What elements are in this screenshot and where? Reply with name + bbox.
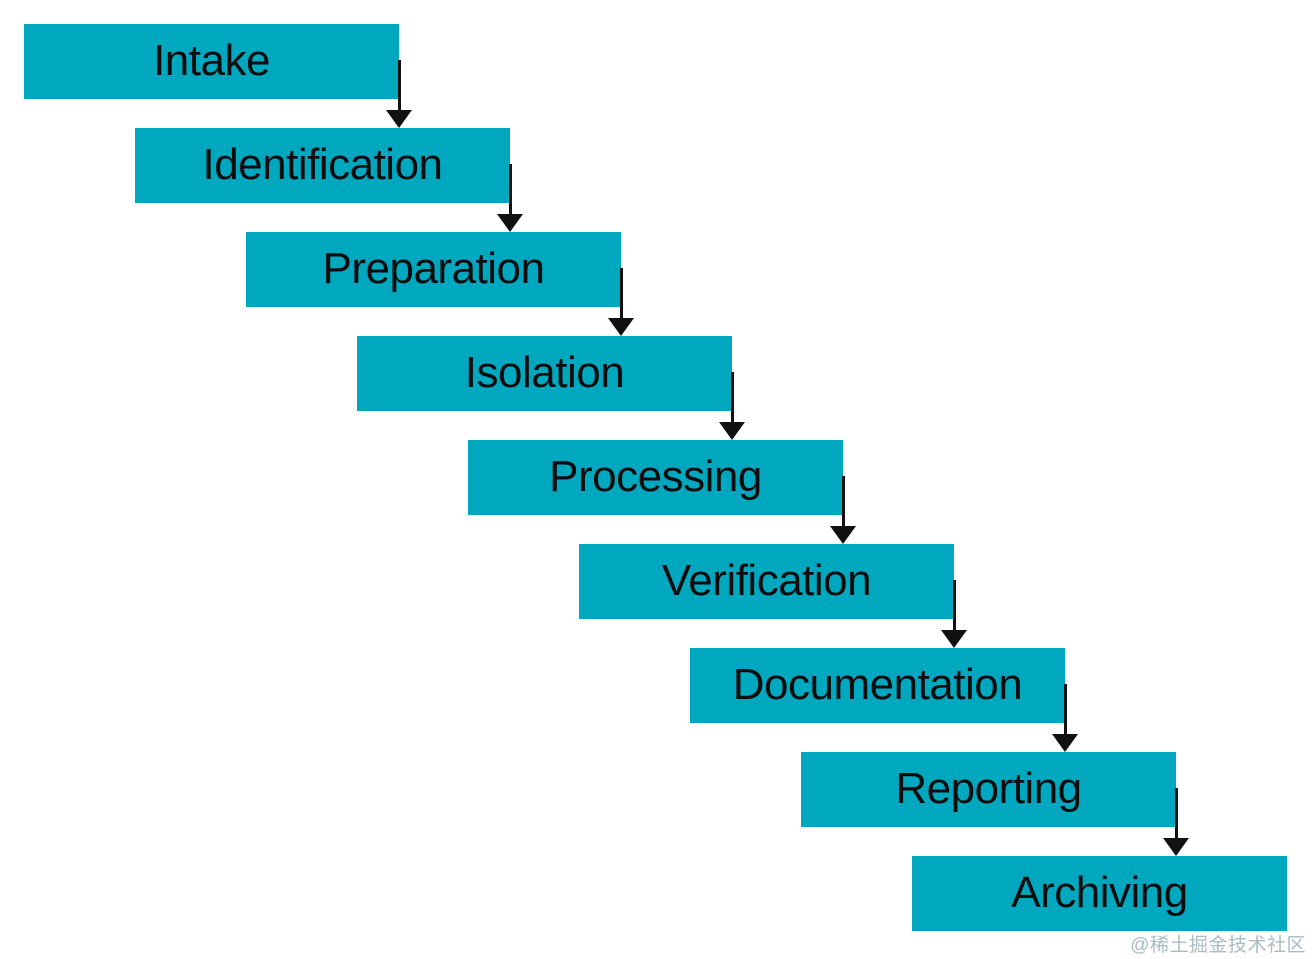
down-arrow-icon — [941, 580, 967, 648]
step-box-preparation: Preparation — [246, 232, 621, 307]
arrow-head — [719, 422, 745, 440]
arrow-head — [386, 110, 412, 128]
arrow-line — [1063, 684, 1067, 736]
step-box-identification: Identification — [135, 128, 510, 203]
arrow-head — [497, 214, 523, 232]
down-arrow-icon — [719, 372, 745, 440]
step-label-verification: Verification — [661, 555, 872, 605]
step-label-processing: Processing — [549, 451, 762, 501]
arrow-line — [619, 268, 623, 320]
step-label-preparation: Preparation — [322, 243, 545, 293]
step-box-isolation: Isolation — [357, 336, 732, 411]
arrow-head — [1163, 838, 1189, 856]
step-label-archiving: Archiving — [1011, 867, 1188, 917]
down-arrow-icon — [830, 476, 856, 544]
step-box-reporting: Reporting — [801, 752, 1176, 827]
step-box-verification: Verification — [579, 544, 954, 619]
step-label-reporting: Reporting — [895, 763, 1082, 813]
arrow-line — [397, 60, 401, 112]
step-box-archiving: Archiving — [912, 856, 1287, 931]
step-box-documentation: Documentation — [690, 648, 1065, 723]
step-label-identification: Identification — [202, 139, 443, 189]
arrow-head — [941, 630, 967, 648]
step-label-documentation: Documentation — [732, 659, 1023, 709]
down-arrow-icon — [608, 268, 634, 336]
arrow-line — [841, 476, 845, 528]
step-box-intake: Intake — [24, 24, 399, 99]
arrow-line — [508, 164, 512, 216]
step-label-intake: Intake — [153, 35, 270, 85]
arrow-head — [830, 526, 856, 544]
down-arrow-icon — [1052, 684, 1078, 752]
down-arrow-icon — [1163, 788, 1189, 856]
step-label-isolation: Isolation — [464, 347, 625, 397]
watermark: @稀土掘金技术社区 — [1130, 935, 1306, 956]
down-arrow-icon — [497, 164, 523, 232]
arrow-head — [1052, 734, 1078, 752]
arrow-line — [1174, 788, 1178, 840]
arrow-line — [730, 372, 734, 424]
arrow-head — [608, 318, 634, 336]
step-box-processing: Processing — [468, 440, 843, 515]
down-arrow-icon — [386, 60, 412, 128]
arrow-line — [952, 580, 956, 632]
